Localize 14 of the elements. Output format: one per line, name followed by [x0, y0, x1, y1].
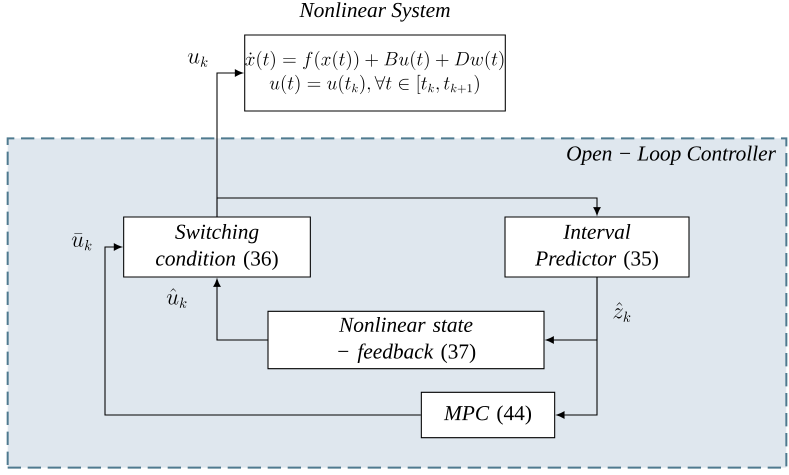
- arrow: [216, 197, 601, 216]
- block-box: MPC (44): [420, 392, 556, 438]
- arrow: [104, 243, 421, 416]
- block-box: Switching condition (36): [123, 216, 311, 278]
- arrow: [556, 278, 598, 419]
- block-box: Interval Predictor (35): [504, 216, 690, 278]
- system-box: Nonlinear System $\dot{x}(t) = f\big(x(t)\big) + Bu(t) + Dw(t)$ $u(t) = u(t_k), \forall t \in [t_k, t_{k+1})$: [244, 2, 506, 112]
- edge-label: $\hat{z}_k$: [613, 302, 630, 322]
- edge-label: $\hat{u}_k$: [166, 288, 186, 308]
- edge-label: $u_k$: [188, 53, 208, 67]
- arrow: [213, 278, 268, 341]
- edge-label: $\bar{u}_k$: [72, 233, 92, 250]
- block-box: Nonlinear state − feedback (37): [267, 310, 545, 370]
- node-label: Nonlinear System: [299, 2, 450, 22]
